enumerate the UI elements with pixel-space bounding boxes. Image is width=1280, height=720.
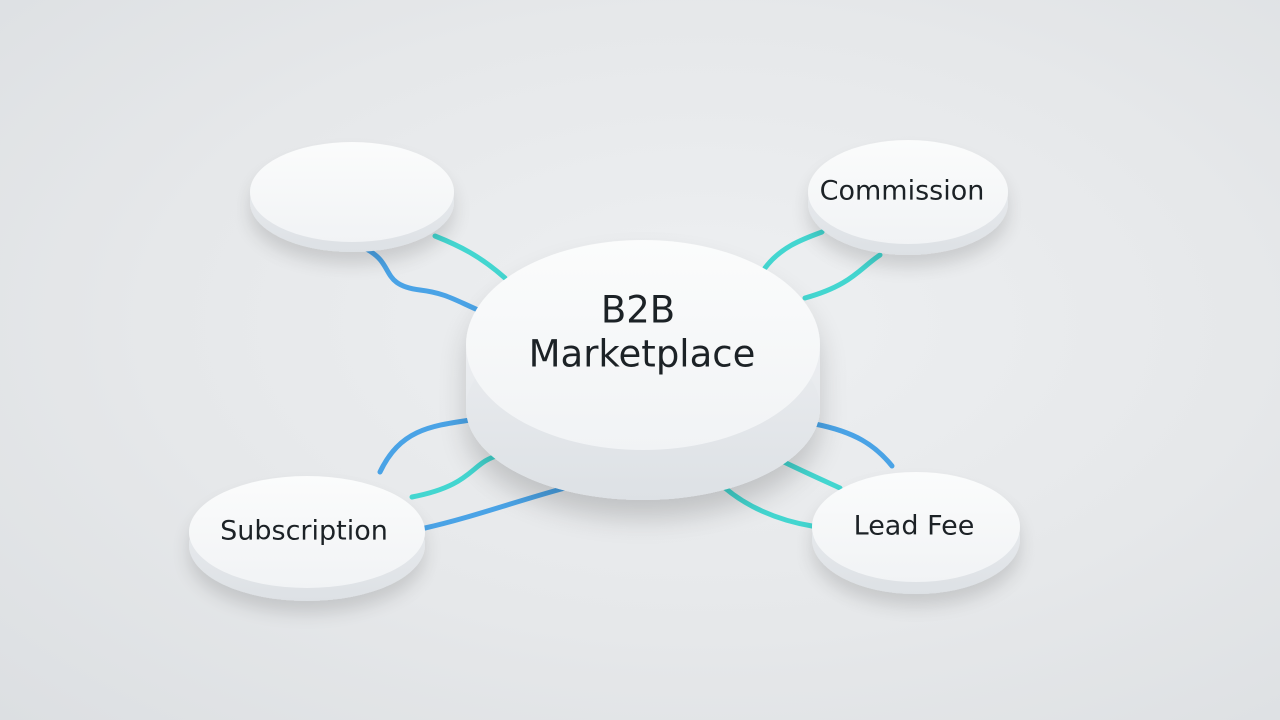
connector-bottom-left-blue <box>377 417 473 475</box>
node-lead-fee-label: Lead Fee <box>854 511 975 542</box>
node-top-left <box>250 142 454 252</box>
node-center: B2B Marketplace <box>466 240 820 500</box>
node-lead-fee: Lead Fee <box>812 472 1020 594</box>
connector-bottom-left-teal <box>409 452 503 500</box>
connector-bottom-left-blue-2 <box>422 485 568 531</box>
connector-bottom-right-blue <box>812 421 895 469</box>
center-title-line1: B2B <box>601 289 675 332</box>
connector-top-left-blue <box>365 247 481 313</box>
node-commission-label: Commission <box>820 176 985 207</box>
connector-top-left-teal <box>432 233 508 281</box>
connector-bottom-right-teal-2 <box>722 485 815 529</box>
connectors <box>365 229 895 531</box>
connector-top-right-teal-2 <box>802 252 883 301</box>
center-title-line2: Marketplace <box>529 333 756 376</box>
connector-bottom-right-teal <box>777 457 843 491</box>
node-subscription-label: Subscription <box>220 516 388 547</box>
node-subscription: Subscription <box>189 476 425 601</box>
node-commission: Commission <box>808 140 1008 255</box>
connector-top-right-teal <box>762 229 825 271</box>
